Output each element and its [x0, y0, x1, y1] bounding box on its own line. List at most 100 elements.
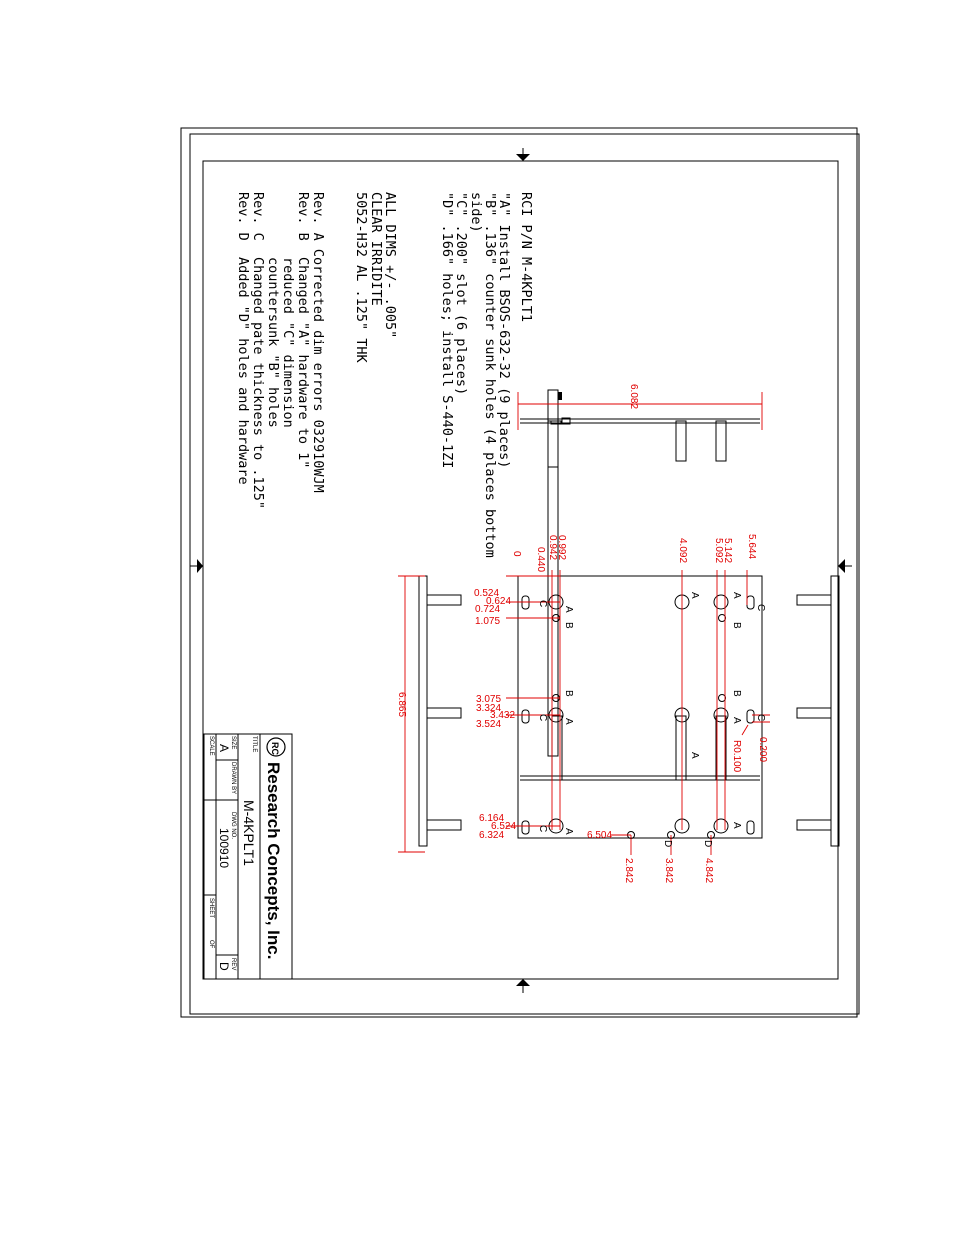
note-line: Rev. C Changed pate thickness to .125": [250, 192, 266, 509]
dim-y: 3.324: [476, 703, 501, 714]
slot-c: [521, 595, 530, 610]
hole-a: [713, 818, 729, 834]
label-c: C: [755, 604, 766, 611]
hole-a: [713, 707, 729, 723]
dim-top-width: 6.082: [628, 384, 639, 409]
drawing-title: M-4KPLT1: [241, 800, 257, 866]
dim-x: 5.644: [746, 534, 757, 559]
standoff: [547, 420, 559, 468]
dim-x: 0.440: [535, 547, 546, 572]
label-a: A: [731, 822, 742, 829]
note-line: "B" .136" counter sunk holes (4 places b…: [482, 192, 498, 558]
note-line: Rev. D Added "D" holes and hardware: [235, 192, 251, 485]
center-arrow-right: [838, 559, 852, 573]
standoff: [426, 707, 462, 719]
note-line: Rev. A Corrected dim errors 032910WJM: [310, 192, 326, 493]
dim-plate-length: 6.865: [396, 692, 407, 717]
dim-y: 0.524: [474, 588, 499, 599]
standoff: [426, 819, 462, 831]
center-arrow-left: [190, 559, 203, 573]
note-line: 5052-H32 AL .125" THK: [353, 192, 369, 364]
label-c: C: [755, 714, 766, 721]
dim-d-hole-x: 3.842: [663, 858, 674, 883]
label-b: B: [563, 622, 574, 629]
drawn-by-label: DRAWN BY: [230, 762, 236, 794]
company-logo: RC: [266, 737, 286, 757]
title-block: RC Research Concepts, Inc. TITLE M-4KPLT…: [203, 733, 293, 980]
standoff: [426, 594, 462, 606]
slot-c: [521, 709, 530, 724]
dim-y: 3.432: [490, 710, 515, 721]
left-edge-view: 6.865: [396, 575, 462, 853]
label-a: A: [689, 592, 700, 599]
dim-d-hole-x: 4.842: [703, 858, 714, 883]
dwg-no-label: DWG NO.: [230, 812, 236, 839]
label-a: A: [563, 828, 574, 835]
label-b: B: [731, 690, 742, 697]
dim-d-hole-y: 6.504: [587, 830, 612, 841]
company-name: Research Concepts, Inc.: [264, 762, 283, 959]
hole-b: [718, 694, 726, 702]
top-edge-view: 6.082: [517, 384, 763, 757]
dim-y: 6.524: [491, 821, 516, 832]
size-value: A: [217, 744, 231, 752]
dim-x: 0: [511, 551, 522, 557]
note-line: countersunk "B" holes: [265, 192, 281, 428]
dim-x: 0.992: [556, 535, 567, 560]
hole-b: [718, 614, 726, 622]
standoff: [796, 594, 832, 606]
rev-value: D: [217, 962, 231, 971]
size-label: SIZE: [230, 736, 236, 749]
dwg-no-value: 100910: [217, 828, 231, 868]
plate-outline: [517, 575, 763, 839]
svg-text:RC: RC: [270, 742, 280, 755]
dim-x: 5.092: [713, 538, 724, 563]
note-line: CLEAR IRRIDITE: [368, 192, 384, 306]
outer-border: [180, 127, 858, 1018]
label-c: C: [537, 600, 548, 607]
label-c: C: [537, 714, 548, 721]
note-line: Rev. B Changed "A" hardware to 1": [295, 192, 311, 468]
dim-d-hole-x: 2.842: [623, 858, 634, 883]
scale-label: SCALE: [208, 736, 214, 756]
note-line: reduced "C" dimension: [280, 192, 296, 428]
center-arrow-top: [516, 148, 530, 161]
dim-y: 0.624: [486, 596, 511, 607]
label-a: A: [731, 592, 742, 599]
slot-c: [746, 595, 755, 610]
dim-y: 3.524: [476, 719, 501, 730]
of-label: OF: [208, 940, 214, 949]
standoff: [675, 420, 687, 462]
standoff: [551, 715, 563, 781]
dim-x: 0.942: [547, 535, 558, 560]
label-a: A: [563, 718, 574, 725]
note-line: "D" .166" holes; install S-440-1ZI: [439, 192, 455, 468]
label-d: D: [662, 840, 673, 847]
note-line: ALL DIMS +/- .005": [382, 192, 398, 338]
dim-slot-radius: R0.100: [731, 740, 742, 773]
slot-c: [746, 820, 755, 835]
label-c: C: [537, 825, 548, 832]
slot-c: [521, 820, 530, 835]
label-b: B: [563, 690, 574, 697]
center-arrow-bottom: [516, 979, 530, 993]
dim-y: 6.164: [479, 813, 504, 824]
bottom-edge-view: [520, 715, 760, 781]
standoff: [715, 420, 727, 462]
label-a: A: [563, 606, 574, 613]
sheet-label: SHEET: [208, 898, 214, 918]
title-label: TITLE: [251, 736, 257, 752]
label-a: A: [731, 717, 742, 724]
note-line: "C" .200" slot (6 places): [453, 192, 469, 395]
label-a: A: [689, 752, 700, 759]
standoff: [796, 819, 832, 831]
label-b: B: [731, 622, 742, 629]
dim-x: 4.092: [677, 538, 688, 563]
notes-block: RCI P/N M-4KPLT1 "A" Install BSOS-632-32…: [235, 192, 534, 558]
right-edge-view: [796, 575, 840, 847]
dim-y: 3.075: [476, 694, 501, 705]
rev-label: REV: [230, 958, 236, 970]
dim-y: 0.724: [475, 604, 500, 615]
slot-c: [746, 709, 755, 724]
